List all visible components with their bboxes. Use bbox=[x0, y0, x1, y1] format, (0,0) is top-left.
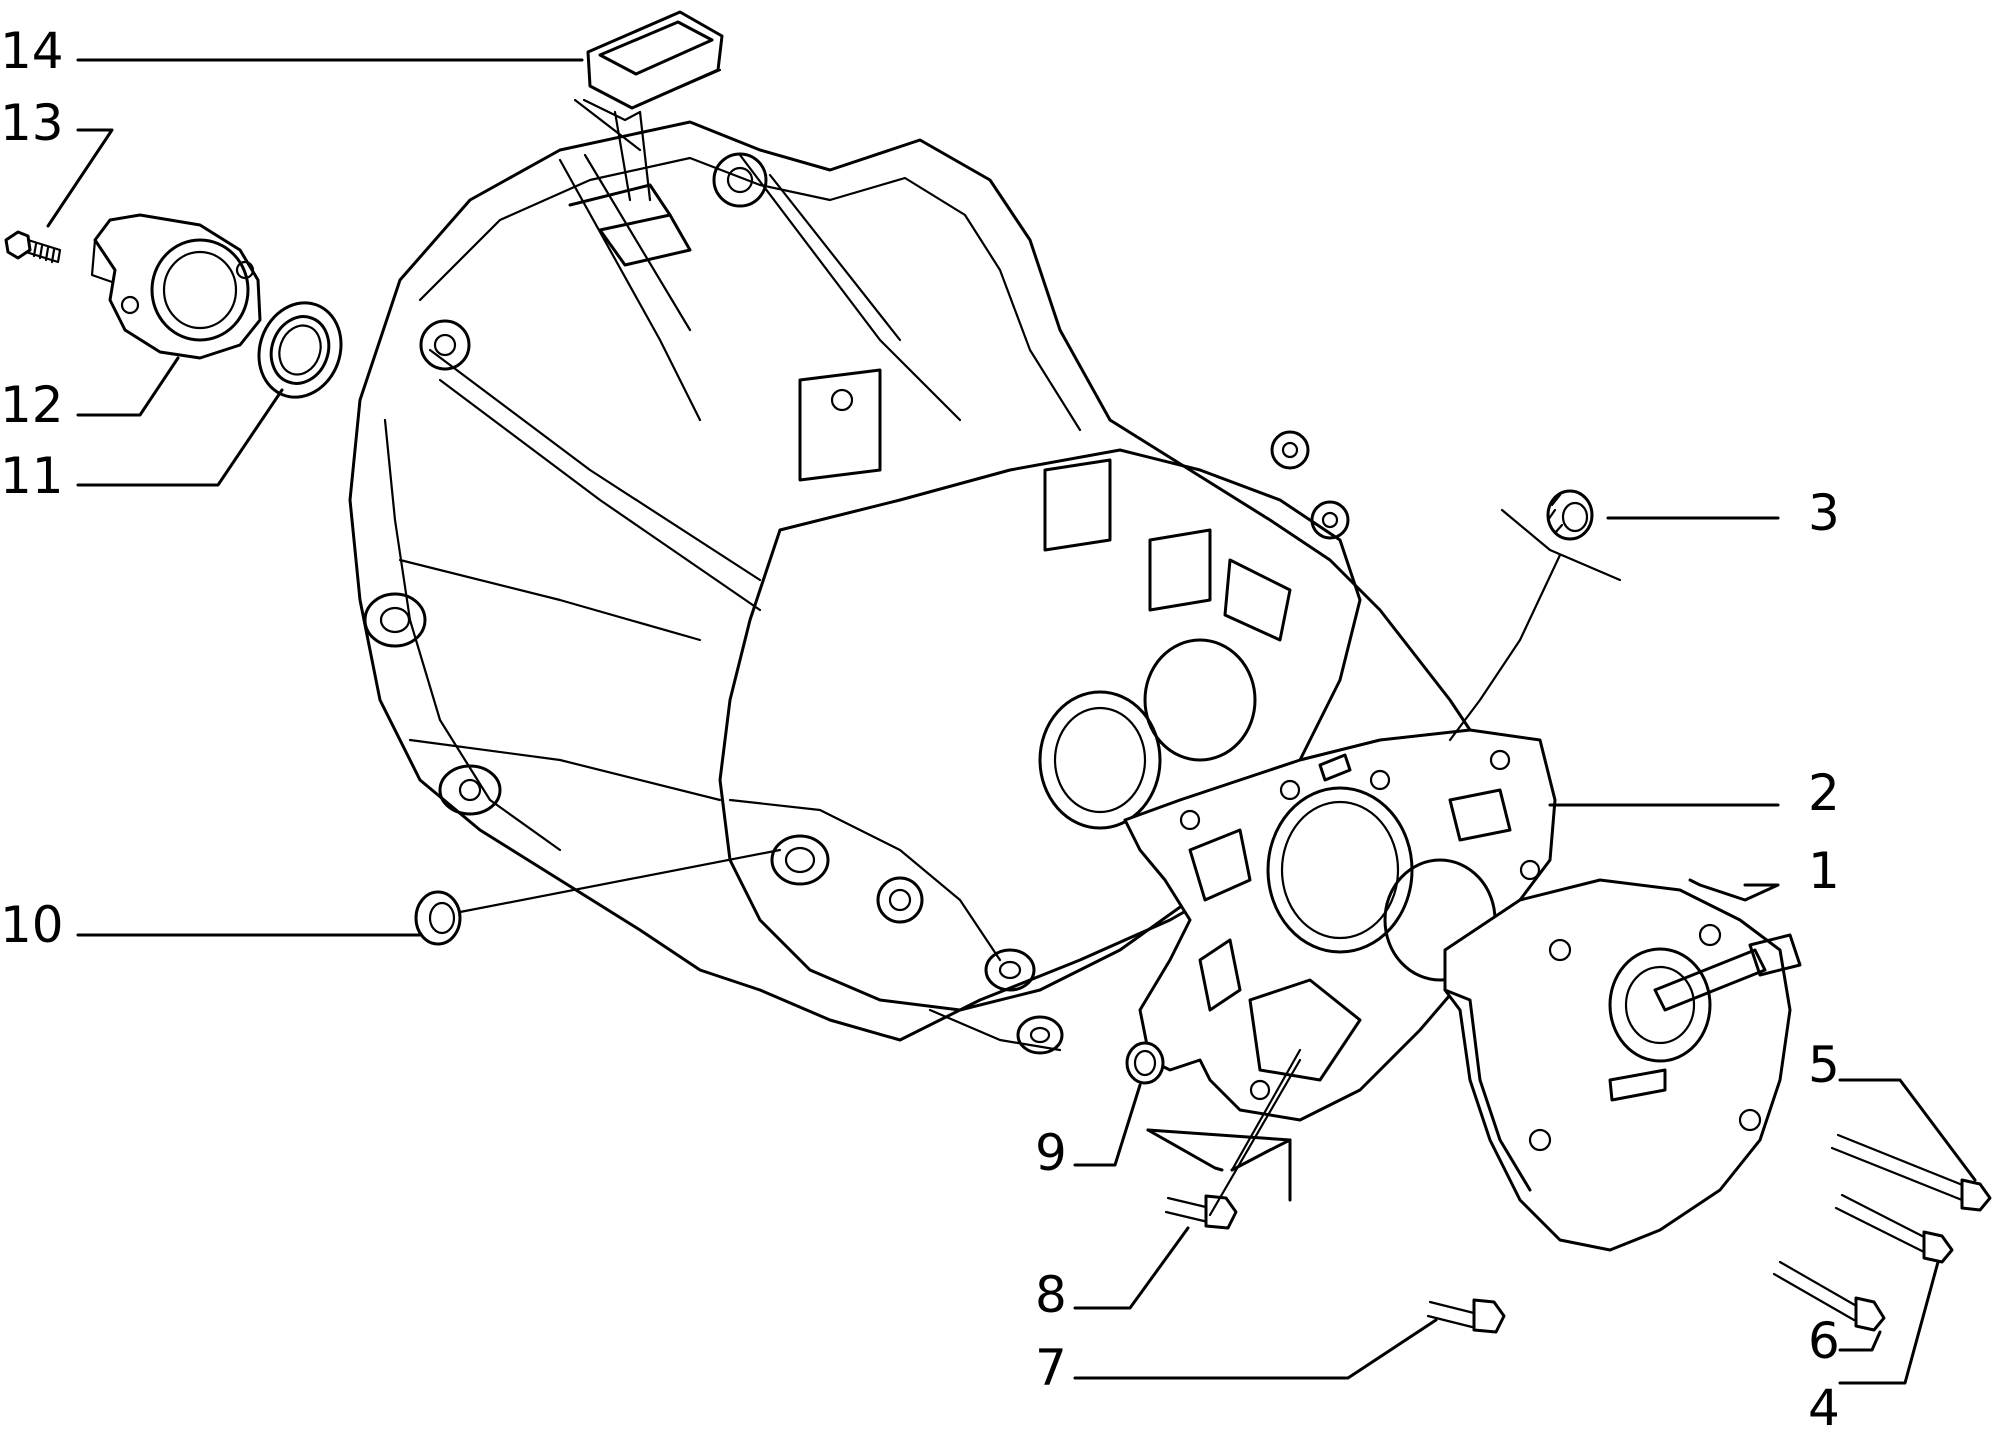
callout-labels: 14 13 12 11 10 3 2 1 5 6 4 9 8 7 bbox=[0, 22, 1840, 1430]
callout-7: 7 bbox=[1035, 1339, 1067, 1397]
breather-cap-part-14 bbox=[573, 10, 724, 202]
callout-6: 6 bbox=[1808, 1312, 1840, 1370]
gearbox-housing bbox=[348, 120, 1492, 1055]
callout-3: 3 bbox=[1808, 484, 1840, 542]
callout-10: 10 bbox=[0, 896, 64, 954]
callout-8: 8 bbox=[1035, 1266, 1067, 1324]
plug-part-3 bbox=[1448, 489, 1622, 742]
callout-5: 5 bbox=[1808, 1036, 1840, 1094]
bolt-part-4 bbox=[1834, 1193, 1954, 1264]
callout-9: 9 bbox=[1035, 1124, 1067, 1182]
plug-part-9 bbox=[1125, 1041, 1165, 1085]
plug-part-10 bbox=[414, 848, 782, 946]
callout-2: 2 bbox=[1808, 764, 1840, 822]
leader-lines bbox=[46, 58, 1977, 1385]
callout-12: 12 bbox=[0, 376, 64, 434]
oil-seal-part-11 bbox=[257, 301, 343, 399]
callout-13: 13 bbox=[0, 94, 64, 152]
callout-1: 1 bbox=[1808, 842, 1840, 900]
callout-4: 4 bbox=[1808, 1379, 1840, 1430]
callout-14: 14 bbox=[0, 22, 64, 80]
bolt-part-7 bbox=[1426, 1298, 1506, 1334]
bolt-part-13 bbox=[4, 230, 62, 264]
bolt-part-6 bbox=[1772, 1260, 1886, 1332]
intermediate-plate-part-2 bbox=[1123, 728, 1557, 1122]
rear-cover-part-1 bbox=[1443, 878, 1802, 1252]
bolt-part-5 bbox=[1830, 1133, 1992, 1212]
callout-11: 11 bbox=[0, 447, 64, 505]
flange-part-12 bbox=[90, 213, 262, 360]
bolt-part-8 bbox=[1164, 1194, 1238, 1230]
